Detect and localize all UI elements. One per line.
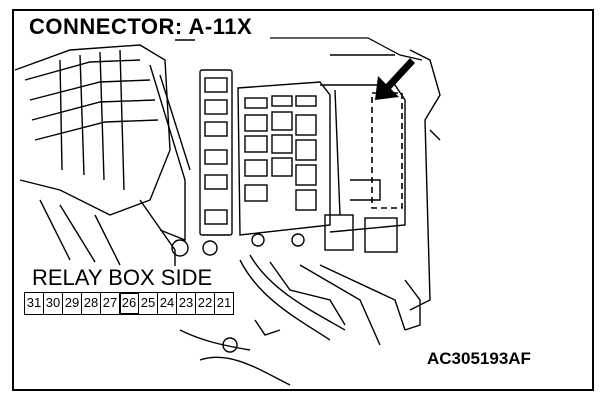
pin-22: 22 <box>196 293 215 314</box>
pin-21: 21 <box>216 295 232 310</box>
pin-24: 24 <box>158 293 177 314</box>
pin-26-highlighted: 26 <box>120 293 139 314</box>
pin-27: 27 <box>101 293 120 314</box>
relay-box-side-label: RELAY BOX SIDE <box>30 265 215 290</box>
figure-code: AC305193AF <box>425 349 533 369</box>
connector-title: CONNECTOR: A-11X <box>27 15 257 39</box>
title-leader <box>270 37 423 61</box>
pin-23: 23 <box>177 293 196 314</box>
pin-25: 25 <box>139 293 158 314</box>
relay-stack <box>149 64 233 257</box>
pin-number-row: 31 30 29 28 27 26 25 24 23 22 21 <box>24 292 234 315</box>
arrow-icon <box>375 58 415 100</box>
pin-28: 28 <box>82 293 101 314</box>
relay-block <box>320 84 406 253</box>
fuse-box <box>237 81 331 247</box>
pin-31: 31 <box>25 293 44 314</box>
right-bracket <box>175 39 441 331</box>
wire-harness <box>179 254 406 386</box>
pin-29: 29 <box>63 293 82 314</box>
pin-30: 30 <box>44 293 63 314</box>
left-housing <box>14 44 176 280</box>
